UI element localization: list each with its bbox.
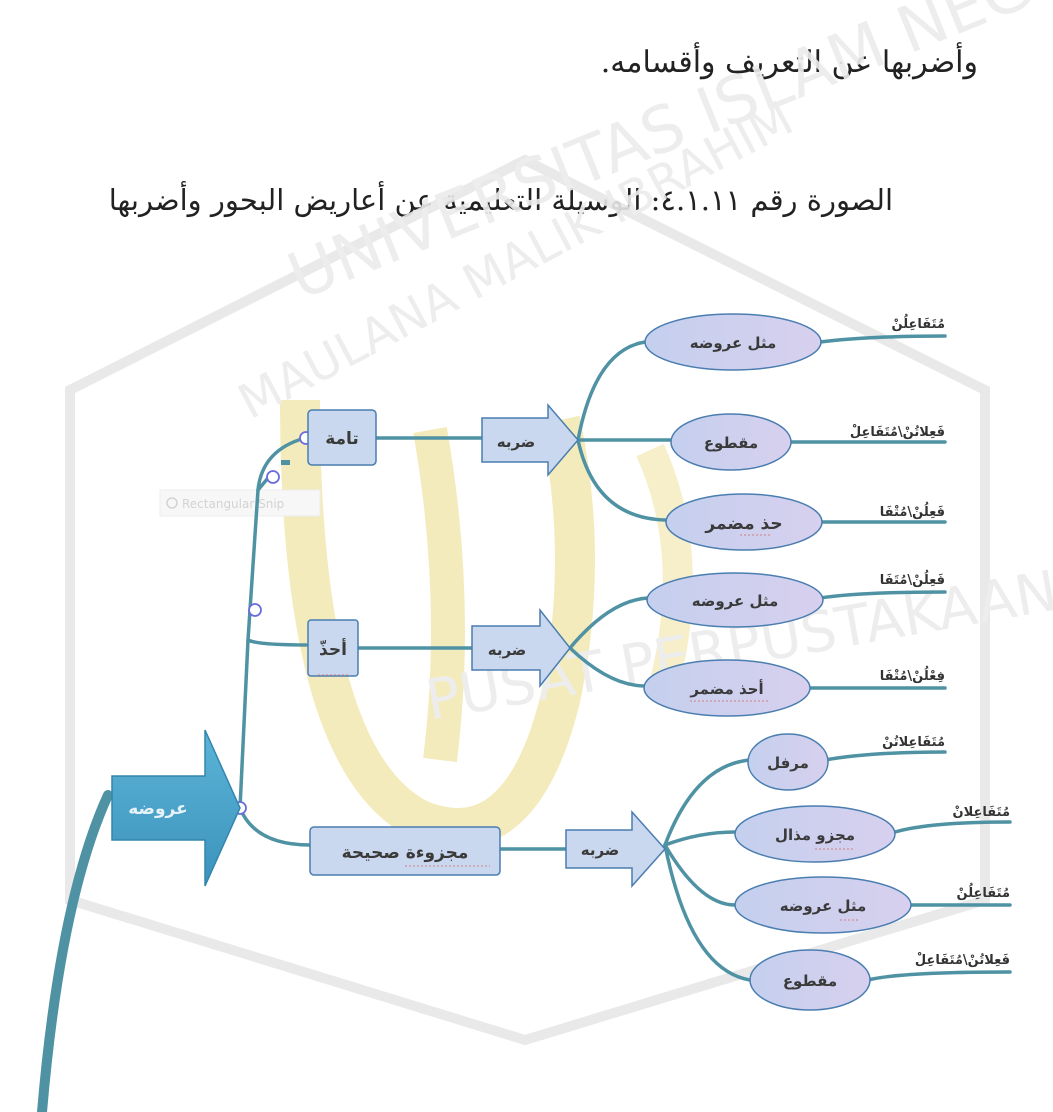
snip-label: Rectangular Snip (182, 497, 284, 511)
leaf-node-g3-3-label: مثل عروضه (780, 897, 867, 915)
leaf-node-g3-1[interactable]: مرفل (747, 733, 829, 791)
leaf-node-g3-4-label: مقطوع (783, 972, 837, 990)
leaf-node-g3-1-label: مرفل (767, 754, 809, 772)
level1-node-tama[interactable]: تامة (307, 409, 377, 466)
connector-lines (37, 334, 1012, 1112)
leaf-node-g3-3[interactable]: مثل عروضه (734, 876, 912, 934)
leaf-node-g3-4[interactable]: مقطوع (749, 949, 871, 1011)
leaf-node-g2-2-label: أحذ مضمر (689, 679, 763, 698)
leaf-node-g1-1-label: مثل عروضه (690, 334, 777, 352)
level1-node-majzua-label: مجزوءة صحيحة (342, 843, 469, 863)
leaf-annotation-g3-2: مُتَفَاعِلانْ (953, 805, 1010, 820)
level1-node-ahadh-label: أحذّ (319, 638, 347, 660)
leaf-annotation-g2-1: فَعِلُنْ\مُتَفَا (880, 569, 945, 588)
root-node-label: عروضه (128, 799, 188, 819)
leaf-annotation-g2-2: فِعْلُنْ\مُتْفَا (880, 665, 945, 684)
level1-node-majzua[interactable]: مجزوءة صحيحة (309, 826, 501, 876)
level1-node-tama-label: تامة (325, 429, 359, 449)
darb-node-1[interactable]: ضربه (481, 402, 579, 478)
leaf-node-g3-2-label: مجزو مذال (775, 826, 855, 844)
leaf-node-g3-2[interactable]: مجزو مذال (734, 805, 896, 863)
spellcheck-underlines (318, 534, 860, 921)
leaf-node-g1-2-label: مقطوع (704, 434, 758, 452)
leaf-annotation-g1-2: فَعِلاتُنْ\مُتَفَاعِلْ (850, 424, 945, 440)
leaf-node-g2-1-label: مثل عروضه (692, 592, 779, 610)
text-line-1: وأضربها عن التعريف وأقسامه. (600, 45, 978, 80)
leaf-annotation-g3-4: فَعِلاتُنْ\مُتَفَاعِلْ (915, 952, 1010, 968)
leaf-annotation-g3-3: مُتَفَاعِلُنْ (957, 882, 1010, 901)
darb-node-2-label: ضربه (488, 641, 527, 659)
leaf-annotation-g1-1: مُتَفَاعِلُنْ (892, 313, 945, 332)
darb-node-1-label: ضربه (497, 433, 536, 451)
leaf-node-g1-1[interactable]: مثل عروضه (644, 313, 822, 371)
leaf-node-g2-2[interactable]: أحذ مضمر (643, 659, 811, 717)
snip-overlay: Rectangular Snip (159, 489, 321, 517)
watermark: UNIVERSITAS ISLAM NEGERI MAULANA MALIK I… (65, 0, 1053, 1046)
leaf-node-g2-1[interactable]: مثل عروضه (646, 572, 824, 628)
figure-caption: الصورة رقم ٤.١.١١: الوسيلة التعليمية عن … (108, 183, 893, 217)
darb-node-3-label: ضربه (581, 841, 620, 859)
leaf-node-g1-2[interactable]: مقطوع (670, 413, 792, 471)
darb-node-2[interactable]: ضربه (471, 607, 571, 689)
darb-node-3[interactable]: ضربه (565, 810, 667, 888)
leaf-node-g1-3[interactable]: حذ مضمر (665, 493, 823, 551)
root-node[interactable]: عروضه (111, 729, 241, 887)
leaf-node-g1-3-label: حذ مضمر (704, 514, 782, 534)
level1-node-ahadh[interactable]: أحذّ (307, 619, 359, 677)
leaf-annotation-g1-3: فَعِلُنْ\مُتْفَا (880, 501, 945, 520)
snip-icon (166, 497, 178, 509)
leaf-annotation-g3-1: مُتَفَاعِلاتُنْ (882, 735, 945, 750)
